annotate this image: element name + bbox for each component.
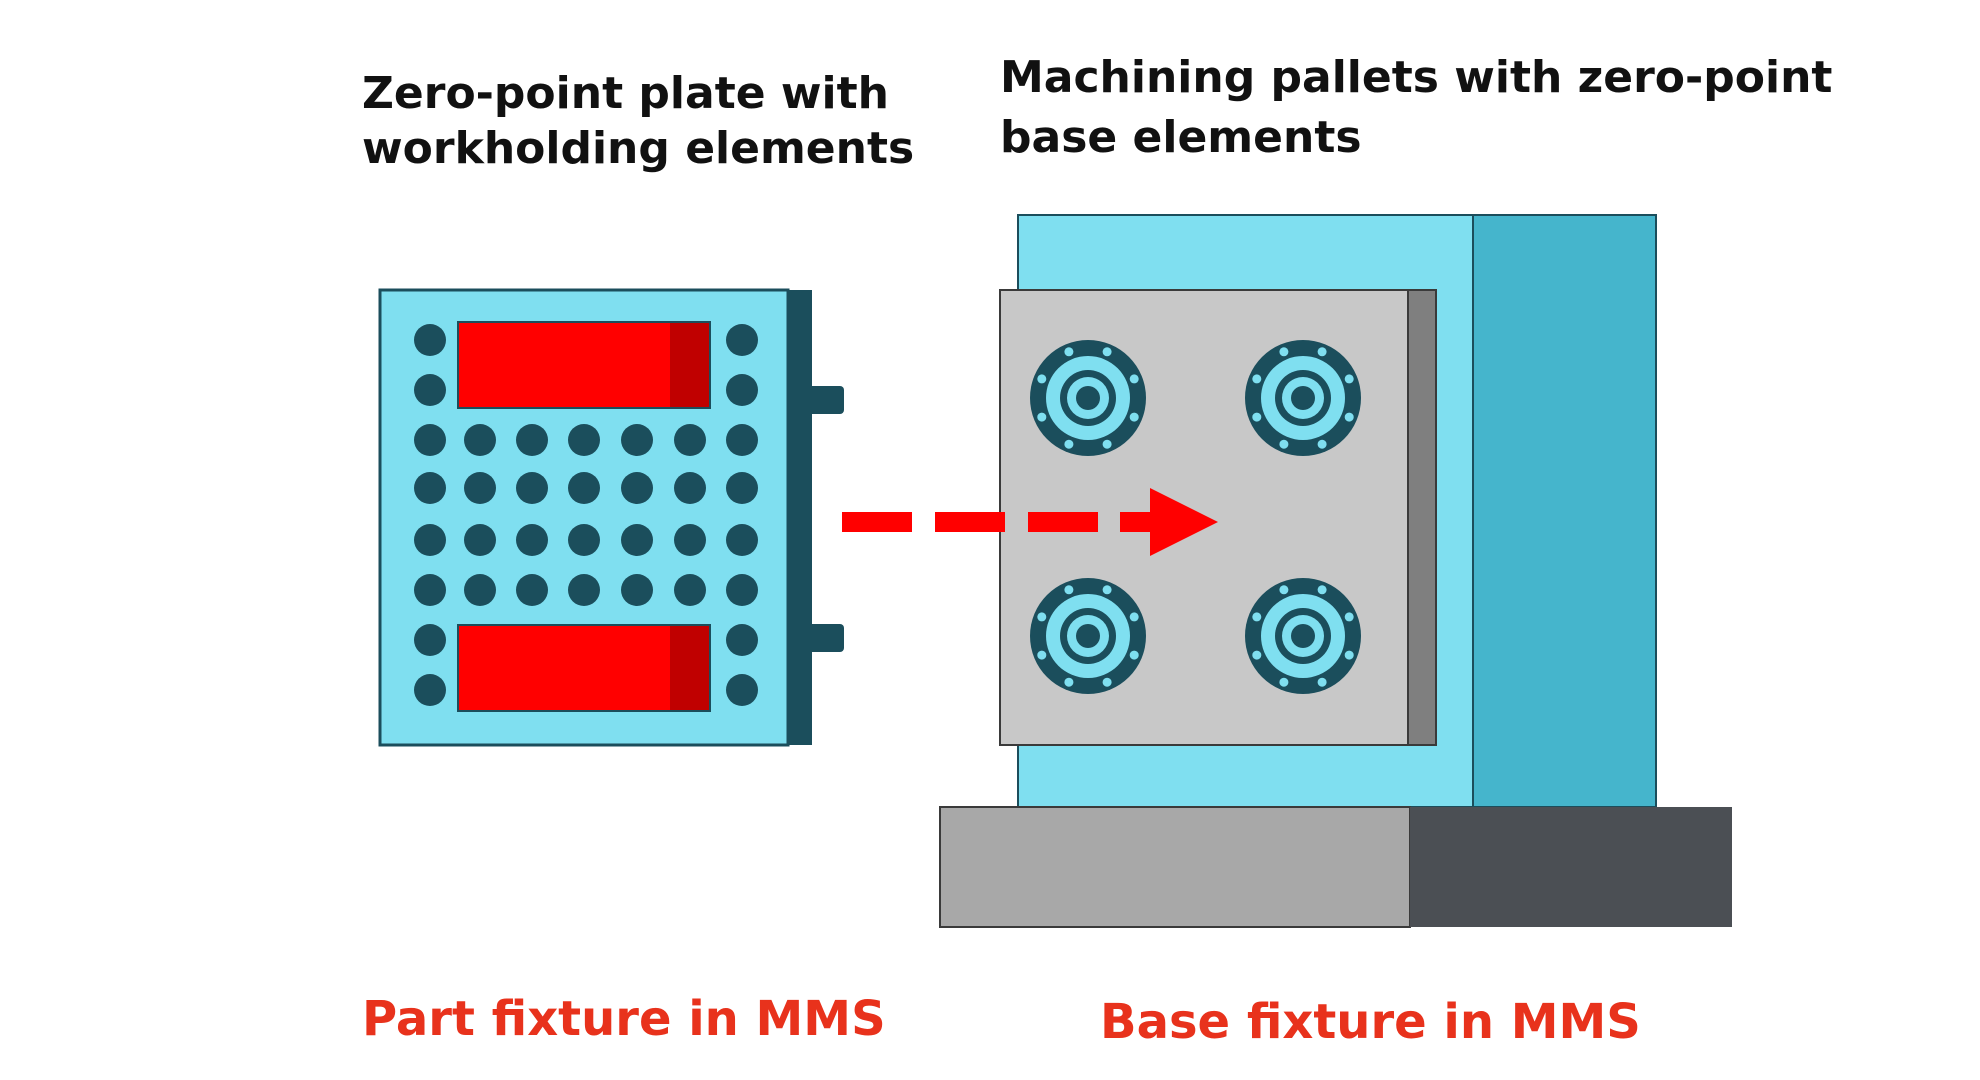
fixture-column-side <box>1472 214 1657 808</box>
plate-hole <box>516 472 548 504</box>
plate-hole <box>621 574 653 606</box>
plate-hole <box>464 574 496 606</box>
plate-hole <box>674 524 706 556</box>
zero-point-clamp-icon <box>1245 340 1361 456</box>
plate-hole <box>726 624 758 656</box>
plate-title-line1: Zero-point plate with <box>362 68 889 119</box>
pallet-side-edge <box>1407 289 1437 746</box>
plate-hole <box>726 424 758 456</box>
plate-hole <box>621 424 653 456</box>
plate-hole <box>726 524 758 556</box>
plate-hole <box>414 324 446 356</box>
plate-hole <box>726 574 758 606</box>
plate-hole <box>568 524 600 556</box>
plate-title-line2: workholding elements <box>362 123 914 174</box>
zero-point-clamp-icon <box>1030 340 1146 456</box>
workholding-element-top <box>457 321 711 409</box>
plate-peg-top <box>808 386 844 414</box>
plate-hole <box>621 524 653 556</box>
machine-table-front <box>939 806 1411 928</box>
plate-hole <box>621 472 653 504</box>
dashed-arrow-icon <box>842 488 1218 556</box>
plate-holes <box>414 324 758 706</box>
zero-point-clamps <box>1030 340 1361 694</box>
plate-hole <box>414 674 446 706</box>
plate-hole <box>726 472 758 504</box>
plate-hole <box>674 574 706 606</box>
plate-hole <box>726 674 758 706</box>
plate-hole <box>414 574 446 606</box>
plate-hole <box>414 424 446 456</box>
zero-point-clamp-icon <box>1030 578 1146 694</box>
plate-side-edge <box>788 290 812 745</box>
base-fixture <box>939 214 1732 928</box>
machine-table-side <box>1410 807 1732 927</box>
part-fixture-caption: Part fixture in MMS <box>362 991 886 1047</box>
workholding-element-bottom <box>457 624 711 712</box>
plate-hole <box>568 424 600 456</box>
plate-hole <box>568 472 600 504</box>
plate-hole <box>464 472 496 504</box>
plate-hole <box>726 324 758 356</box>
plate-hole <box>674 424 706 456</box>
plate-hole <box>516 524 548 556</box>
plate-hole <box>414 624 446 656</box>
zero-point-plate <box>378 288 844 747</box>
plate-hole <box>568 574 600 606</box>
plate-hole <box>414 524 446 556</box>
plate-hole <box>516 424 548 456</box>
plate-hole <box>464 424 496 456</box>
plate-hole <box>414 472 446 504</box>
plate-hole <box>464 524 496 556</box>
plate-hole <box>414 374 446 406</box>
plate-hole <box>516 574 548 606</box>
zero-point-clamp-icon <box>1245 578 1361 694</box>
plate-peg-bottom <box>808 624 844 652</box>
pallet-title-line1: Machining pallets with zero-point <box>1000 52 1832 103</box>
pallet-title-line2: base elements <box>1000 112 1362 163</box>
plate-hole <box>726 374 758 406</box>
base-fixture-caption: Base fixture in MMS <box>1100 994 1641 1050</box>
plate-hole <box>674 472 706 504</box>
